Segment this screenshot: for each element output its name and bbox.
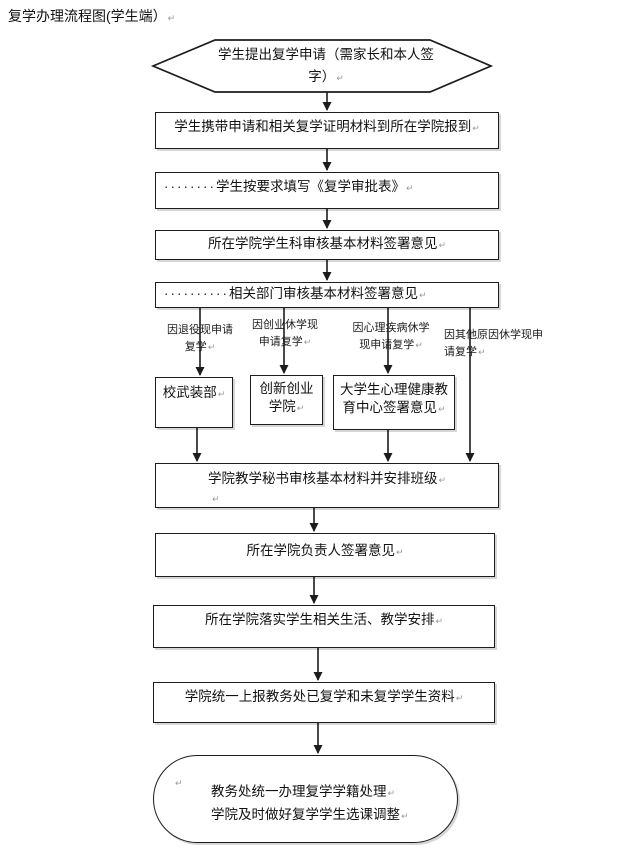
end-node-line1: 教务处统一办理复学学籍处理: [211, 784, 387, 799]
branch-label-line: 申请复学: [258, 336, 303, 348]
branch-label-line: 因心理疾病休学: [352, 322, 430, 334]
process-box-student-office-review: 所在学院学生科审核基本材料签署意见↵: [155, 230, 499, 260]
process-box-college-leader-sign: 所在学院负责人签署意见↵: [155, 533, 495, 577]
process-box-label: 学院教学秘书审核基本材料并安排班级: [207, 471, 438, 486]
process-box-label: 学生携带申请和相关复学证明材料到所在学院报到: [174, 119, 472, 134]
paragraph-mark: ↵: [167, 13, 176, 23]
dotted-leader: ··········: [164, 286, 229, 301]
paragraph-mark: ↵: [435, 616, 444, 626]
process-box-label: 大学生心理健康教: [340, 382, 448, 397]
branch-label-military-discharge: 因退役现申请 复学↵: [163, 322, 237, 356]
start-node-line2: 字）: [308, 69, 336, 84]
paragraph-mark: ↵: [303, 337, 312, 347]
start-node: 学生提出复学申请（需家长和本人签 字）↵: [202, 44, 450, 89]
branch-label-line: 因退役现申请: [167, 324, 233, 336]
branch-label-entrepreneurship-leave: 因创业休学现 申请复学↵: [249, 317, 321, 351]
process-box-label: 校武装部: [162, 385, 217, 400]
branch-label-line: 现申请复学: [359, 339, 415, 351]
paragraph-mark: ↵: [175, 778, 183, 788]
branch-label-line: 因其他原因休学现申: [444, 329, 543, 341]
dotted-leader: ········: [164, 179, 216, 194]
process-box-label: 育中心签署意见: [342, 400, 437, 415]
paragraph-mark: ↵: [387, 788, 396, 798]
process-box-military-department: 校武装部↵: [155, 377, 233, 428]
paragraph-mark: ↵: [472, 123, 480, 133]
paragraph-mark: ↵: [401, 811, 409, 821]
paragraph-mark: ↵: [395, 547, 404, 557]
page-title: 复学办理流程图(学生端）↵: [8, 8, 176, 24]
branch-label-line: 复学: [184, 341, 207, 353]
process-box-label: 学院: [268, 399, 296, 414]
paragraph-mark: ↵: [405, 183, 414, 193]
end-node-text: 教务处统一办理复学学籍处理↵ 学院及时做好复学学生选课调整↵: [211, 781, 409, 827]
branch-label-line: 因创业休学现: [252, 319, 318, 331]
process-box-related-departments-review: ··········相关部门审核基本材料签署意见↵: [155, 282, 499, 308]
end-node: ↵ 教务处统一办理复学学籍处理↵ 学院及时做好复学学生选课调整↵: [153, 755, 458, 843]
process-box-innovation-college: 创新创业 学院↵: [250, 375, 323, 425]
paragraph-mark: ↵: [478, 347, 486, 357]
process-box-report-to-college: 学生携带申请和相关复学证明材料到所在学院报到↵: [155, 112, 499, 149]
paragraph-mark: ↵: [418, 290, 427, 300]
branch-label-line: 请复学: [444, 346, 477, 358]
process-box-label: 学生按要求填写《复学审批表》: [215, 179, 405, 194]
paragraph-mark: ↵: [455, 693, 464, 703]
paragraph-mark: ↵: [437, 404, 446, 414]
paragraph-mark: ↵: [217, 389, 226, 399]
process-box-life-teaching-arrangement: 所在学院落实学生相关生活、教学安排↵: [153, 605, 495, 648]
paragraph-mark: ↵: [438, 240, 447, 250]
process-box-label: 所在学院负责人签署意见: [246, 543, 395, 558]
process-box-teaching-secretary-review: 学院教学秘书审核基本材料并安排班级↵ ↵: [155, 463, 499, 508]
paragraph-mark: ↵: [438, 475, 447, 485]
process-box-mental-health-center: 大学生心理健康教 育中心签署意见↵: [333, 375, 455, 430]
paragraph-mark: ↵: [207, 342, 216, 352]
paragraph-mark: ↵: [415, 340, 423, 350]
process-box-report-to-academic-office: 学院统一上报教务处已复学和未复学学生资料↵: [153, 682, 495, 723]
process-box-label: 所在学院落实学生相关生活、教学安排: [204, 612, 435, 627]
branch-label-other-reason-leave: 因其他原因休学现申 请复学↵: [444, 327, 548, 361]
branch-label-psychological-illness-leave: 因心理疾病休学 现申请复学↵: [350, 320, 432, 354]
paragraph-mark: ↵: [212, 494, 220, 504]
paragraph-mark: ↵: [296, 403, 305, 413]
process-box-label: 学院统一上报教务处已复学和未复学学生资料: [184, 689, 455, 704]
paragraph-mark: ↵: [336, 73, 344, 83]
start-node-line1: 学生提出复学申请（需家长和本人签: [218, 47, 434, 62]
end-node-line2: 学院及时做好复学学生选课调整: [211, 807, 400, 822]
process-box-label: 所在学院学生科审核基本材料签署意见: [207, 236, 438, 251]
process-box-label: 相关部门审核基本材料签署意见: [228, 286, 418, 301]
process-box-label: 创新创业: [259, 381, 314, 396]
process-box-fill-approval-form: ········学生按要求填写《复学审批表》↵: [155, 172, 499, 209]
